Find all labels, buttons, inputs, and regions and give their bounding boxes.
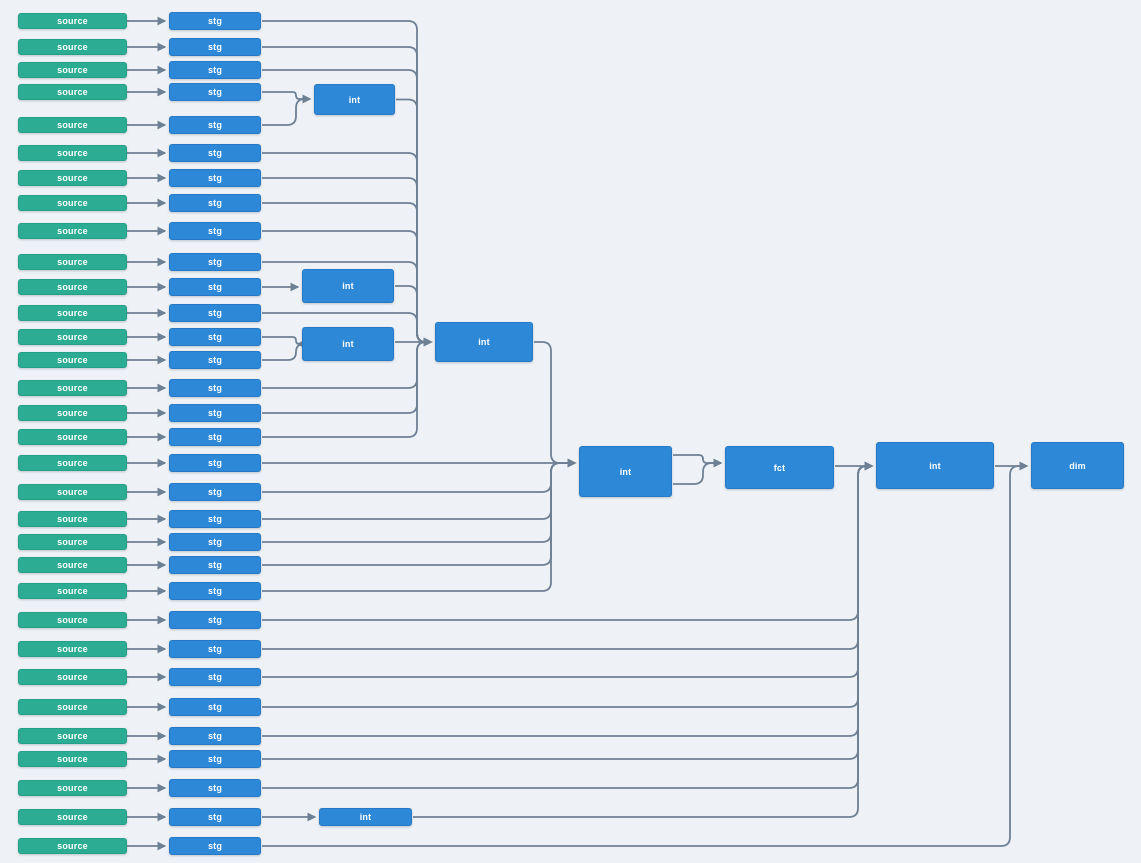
node-stg[interactable]: stg [169, 533, 261, 551]
node-stg[interactable]: stg [169, 169, 261, 187]
node-source[interactable]: source [18, 838, 127, 854]
node-source[interactable]: source [18, 223, 127, 239]
node-source[interactable]: source [18, 84, 127, 100]
node-stg[interactable]: stg [169, 454, 261, 472]
node-stg[interactable]: stg [169, 727, 261, 745]
node-stg[interactable]: stg [169, 483, 261, 501]
node-stg[interactable]: stg [169, 510, 261, 528]
node-source[interactable]: source [18, 534, 127, 550]
edge-g27-int6 [262, 461, 874, 708]
node-source[interactable]: source [18, 641, 127, 657]
node-stg[interactable]: stg [169, 640, 261, 658]
node-source[interactable]: source [18, 195, 127, 211]
node-source[interactable]: source [18, 583, 127, 599]
node-stg[interactable]: stg [169, 404, 261, 422]
node-source[interactable]: source [18, 13, 127, 29]
node-stg[interactable]: stg [169, 328, 261, 346]
node-source[interactable]: source [18, 728, 127, 744]
node-source[interactable]: source [18, 669, 127, 685]
node-source[interactable]: source [18, 305, 127, 321]
node-source[interactable]: source [18, 279, 127, 295]
node-stg[interactable]: stg [169, 808, 261, 826]
node-source[interactable]: source [18, 380, 127, 396]
node-stg[interactable]: stg [169, 556, 261, 574]
node-int[interactable]: int [579, 446, 672, 497]
node-stg[interactable]: stg [169, 304, 261, 322]
node-stg[interactable]: stg [169, 837, 261, 855]
node-stg[interactable]: stg [169, 83, 261, 101]
node-source[interactable]: source [18, 780, 127, 796]
edge-int5-fct1 [673, 454, 723, 468]
node-source[interactable]: source [18, 484, 127, 500]
edge-int1-int4 [396, 98, 433, 347]
node-stg[interactable]: stg [169, 253, 261, 271]
node-stg[interactable]: stg [169, 668, 261, 686]
edge-int4-int5 [534, 341, 577, 468]
node-int[interactable]: int [435, 322, 533, 362]
node-stg[interactable]: stg [169, 428, 261, 446]
node-source[interactable]: source [18, 612, 127, 628]
node-int[interactable]: int [302, 269, 394, 303]
node-stg[interactable]: stg [169, 351, 261, 369]
edge-int7-int6 [413, 461, 874, 818]
node-source[interactable]: source [18, 39, 127, 55]
node-stg[interactable]: stg [169, 116, 261, 134]
node-source[interactable]: source [18, 455, 127, 471]
node-stg[interactable]: stg [169, 698, 261, 716]
node-source[interactable]: source [18, 557, 127, 573]
node-stg[interactable]: stg [169, 278, 261, 296]
node-stg[interactable]: stg [169, 750, 261, 768]
edge-g26-int6 [262, 461, 874, 678]
node-source[interactable]: source [18, 751, 127, 767]
node-int[interactable]: int [314, 84, 395, 115]
node-source[interactable]: source [18, 809, 127, 825]
edge-g14-int3 [262, 339, 306, 361]
node-stg[interactable]: stg [169, 611, 261, 629]
node-source[interactable]: source [18, 329, 127, 345]
node-stg[interactable]: stg [169, 222, 261, 240]
node-stg[interactable]: stg [169, 582, 261, 600]
node-stg[interactable]: stg [169, 12, 261, 30]
edge-int5-fct1 [673, 458, 723, 485]
node-int[interactable]: int [876, 442, 994, 489]
node-source[interactable]: source [18, 170, 127, 186]
node-stg[interactable]: stg [169, 779, 261, 797]
node-stg[interactable]: stg [169, 144, 261, 162]
edge-g32-dim1 [262, 461, 1029, 847]
edge-g4-int1 [262, 91, 312, 104]
node-stg[interactable]: stg [169, 379, 261, 397]
edge-g25-int6 [262, 461, 874, 650]
edge-g21-int5 [262, 458, 577, 543]
edge-g13-int3 [262, 336, 306, 349]
edge-g20-int5 [262, 458, 577, 520]
edge-g28-int6 [262, 461, 874, 737]
node-source[interactable]: source [18, 117, 127, 133]
node-source[interactable]: source [18, 145, 127, 161]
node-source[interactable]: source [18, 352, 127, 368]
node-stg[interactable]: stg [169, 194, 261, 212]
node-stg[interactable]: stg [169, 61, 261, 79]
edge-g19-int5 [262, 458, 577, 493]
edge-g29-int6 [262, 461, 874, 760]
edge-g23-int5 [262, 458, 577, 592]
node-stg[interactable]: stg [169, 38, 261, 56]
node-int[interactable]: int [319, 808, 412, 826]
edge-g5-int1 [262, 94, 312, 126]
edge-g24-int6 [262, 461, 874, 621]
node-source[interactable]: source [18, 511, 127, 527]
node-dim[interactable]: dim [1031, 442, 1124, 489]
node-source[interactable]: source [18, 699, 127, 715]
edge-g30-int6 [262, 461, 874, 789]
node-source[interactable]: source [18, 254, 127, 270]
node-source[interactable]: source [18, 405, 127, 421]
node-int[interactable]: int [302, 327, 394, 361]
edge-g22-int5 [262, 458, 577, 566]
node-source[interactable]: source [18, 62, 127, 78]
node-source[interactable]: source [18, 429, 127, 445]
node-fct[interactable]: fct [725, 446, 834, 489]
